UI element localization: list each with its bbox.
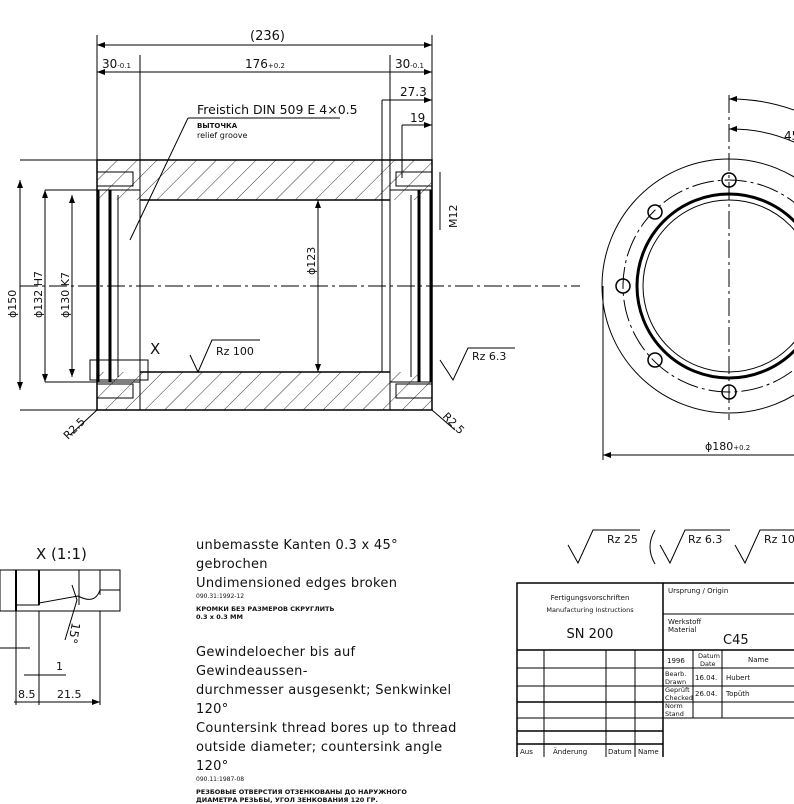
rev-col-name: Name	[638, 748, 659, 756]
drawn-name: Hubert	[726, 674, 750, 682]
technical-drawing: X (236) 30-0.1 176+0.2 30-0.1 27.3 19 M1…	[0, 29, 794, 757]
detail-marker: X	[150, 340, 160, 358]
end-view: 45° ϕ180+0.2	[601, 95, 794, 460]
detail-angle: 15°	[65, 621, 82, 644]
roughness-symbol	[189, 339, 260, 374]
svg-text:176+0.2: 176+0.2	[245, 57, 285, 71]
right-length-dim: 30	[395, 57, 410, 71]
middle-length-dim: 176	[245, 57, 268, 71]
svg-text:30-0.1: 30-0.1	[395, 57, 424, 71]
material-de: Werkstoff	[668, 618, 701, 626]
groove-label-ru: ВЫТОЧКА	[197, 122, 238, 130]
dia-132: ϕ132 H7	[32, 271, 45, 318]
note-thread-de-2: durchmesser ausgesenkt; Senkwinkel 120°	[196, 683, 452, 717]
note-edges-ru-1: КРОМКИ БЕЗ РАЗМЕРОВ СКРУГЛИТЬ	[196, 605, 335, 613]
overall-length-dim: (236)	[250, 29, 285, 44]
radius-left: R2.5	[61, 415, 88, 442]
drawn-en: Drawn	[665, 678, 686, 686]
rev-col-date: Datum	[608, 748, 632, 756]
surface-rz25: Rz 25	[607, 533, 638, 546]
groove-label-en: relief groove	[197, 131, 247, 140]
groove-label: Freistich DIN 509 E 4×0.5	[197, 102, 358, 117]
section-view: X (236) 30-0.1 176+0.2 30-0.1 27.3 19 M1…	[6, 29, 580, 442]
title-block: Fertigungsvorschriften Manufacturing Ins…	[516, 582, 794, 757]
roughness-inner: Rz 100	[216, 345, 254, 358]
detail-x-box	[89, 359, 149, 381]
standard-number: SN 200	[567, 627, 614, 642]
dia-180-tol: +0.2	[733, 444, 750, 452]
dim-21-5: 21.5	[57, 688, 82, 701]
note-edges-de: unbemasste Kanten 0.3 x 45° gebrochen	[196, 538, 398, 572]
right-tol: -0.1	[410, 62, 424, 70]
rev-col-change: Änderung	[553, 747, 587, 756]
angle-45: 45°	[784, 129, 794, 143]
svg-text:30-0.1: 30-0.1	[102, 57, 131, 71]
material-en: Material	[668, 626, 696, 634]
date-de: Datum	[698, 652, 720, 660]
detail-view: X (1:1) 15° 1 8.5 21.5	[0, 545, 121, 705]
roughness-symbol	[439, 347, 515, 382]
dia-123: ϕ123	[305, 247, 318, 275]
checked-en: Checked	[665, 694, 693, 702]
dim-1: 1	[56, 660, 63, 673]
dim-8-5: 8.5	[18, 688, 36, 701]
dim-27-3: 27.3	[400, 85, 427, 99]
dim-19: 19	[410, 111, 425, 125]
note-edges-ref: 090.31:1992-12	[196, 593, 245, 600]
note-thread-ru-2: ДИАМЕТРА РЕЗЬБЫ, УГОЛ ЗЕНКОВАНИЯ 120 ГР.	[196, 796, 378, 804]
dia-150: ϕ150	[6, 290, 19, 318]
note-thread-en-2: outside diameter; countersink angle 120°	[196, 740, 443, 774]
material-value: C45	[723, 633, 749, 648]
hatched-wall-bottom	[97, 372, 432, 410]
note-edges-ru-2: 0.3 x 0.3 MM	[196, 613, 243, 621]
detail-title: X (1:1)	[36, 545, 87, 563]
drawn-de: Bearb.	[665, 670, 686, 678]
surface-rz63: Rz 6.3	[688, 533, 722, 546]
middle-tol: +0.2	[268, 62, 285, 70]
roughness-outer: Rz 6.3	[472, 350, 506, 363]
surface-finish-symbols: Rz 25 Rz 6.3 Rz 10	[567, 529, 794, 565]
instr-de: Fertigungsvorschriften	[551, 594, 630, 602]
surface-rz10: Rz 10	[764, 533, 794, 546]
note-thread-ref: 090.11:1987-08	[196, 776, 245, 783]
thread-size: M12	[447, 205, 460, 229]
radius-right: R2.5	[440, 410, 467, 437]
instr-en: Manufacturing Instructions	[546, 606, 634, 614]
hatched-wall-top	[97, 160, 432, 200]
checked-de: Geprüft	[665, 686, 690, 694]
left-tol: -0.1	[117, 62, 131, 70]
note-thread-de-1: Gewindeloecher bis auf Gewindeaussen-	[196, 645, 356, 679]
drawn-date: 16.04.	[695, 674, 717, 682]
general-notes: unbemasste Kanten 0.3 x 45° gebrochen Un…	[196, 536, 466, 804]
origin-label: Ursprung / Origin	[668, 587, 728, 595]
checked-name: Topüth	[725, 690, 749, 698]
dia-180: ϕ180	[705, 440, 733, 453]
norm-en: Stand	[665, 710, 684, 718]
norm-de: Norm	[665, 702, 683, 710]
svg-text:ϕ180+0.2: ϕ180+0.2	[705, 440, 750, 453]
note-thread-ru-1: РЕЗБОВЫЕ ОТВЕРСТИЯ ОТЗЕНКОВАНЫ ДО НАРУЖН…	[196, 788, 407, 796]
year: 1996	[667, 657, 685, 665]
name-header: Name	[748, 656, 769, 664]
date-en: Date	[700, 660, 716, 668]
dia-130: ϕ130 K7	[59, 272, 72, 318]
note-edges-en: Undimensioned edges broken	[196, 576, 398, 591]
checked-date: 26.04.	[695, 690, 717, 698]
left-length-dim: 30	[102, 57, 117, 71]
note-thread-en-1: Countersink thread bores up to thread	[196, 721, 457, 736]
rev-col-aus: Aus	[520, 748, 533, 756]
